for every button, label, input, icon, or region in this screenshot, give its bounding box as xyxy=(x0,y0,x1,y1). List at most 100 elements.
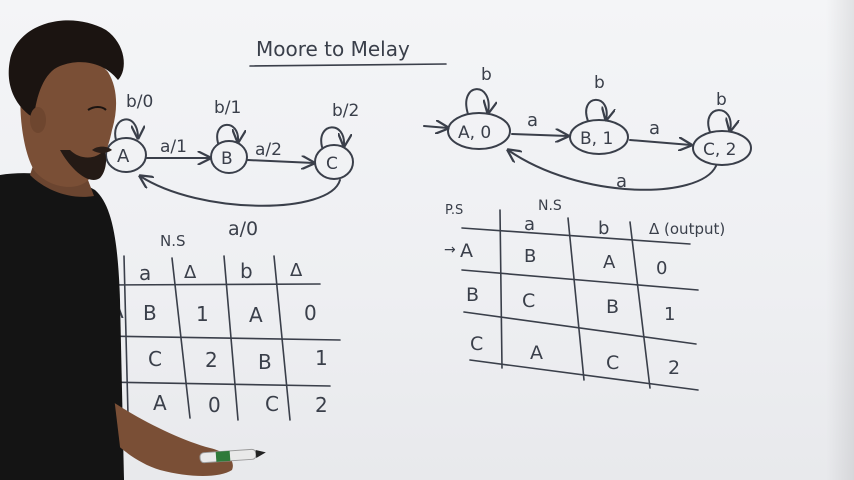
moore-row-line-3 xyxy=(463,311,697,345)
melay-edge-b-c xyxy=(247,160,314,163)
melay-state-a-label: A xyxy=(117,146,130,167)
melay-loop-b-label: b/1 xyxy=(214,98,241,118)
melay-loop-a-label: b/0 xyxy=(126,92,153,112)
moore-state-c xyxy=(692,130,752,166)
presenter-face xyxy=(20,56,117,187)
moore-loop-b xyxy=(585,98,607,121)
moore-col-line-1 xyxy=(499,209,503,369)
moore-start-marker: → xyxy=(444,242,456,258)
moore-row-c-ns-a: A xyxy=(530,342,543,364)
moore-ns-header: N.S xyxy=(538,198,562,214)
melay-col-b: b xyxy=(240,259,253,283)
moore-col-line-2 xyxy=(567,217,585,381)
moore-edge-c-a-label: a xyxy=(616,171,627,192)
melay-row-line-1 xyxy=(99,283,321,286)
melay-col-a: a xyxy=(139,261,151,285)
moore-edge-a-b xyxy=(511,134,568,136)
moore-row-a-ps: A xyxy=(460,240,473,262)
melay-col-line-2 xyxy=(171,257,191,419)
moore-row-c-ps: C xyxy=(470,333,483,355)
moore-state-b xyxy=(569,119,629,155)
melay-row-c-out-b: 2 xyxy=(315,393,328,417)
presenter-shirt xyxy=(0,173,124,480)
presenter-ear xyxy=(30,107,46,133)
melay-loop-a xyxy=(114,118,138,141)
moore-state-diagram: A, 0 B, 1 C, 2 b b b a a a xyxy=(423,65,752,192)
moore-row-b-ns-b: B xyxy=(606,296,619,318)
moore-state-b-label: B, 1 xyxy=(580,129,613,149)
melay-state-a xyxy=(105,137,147,173)
title-underline xyxy=(249,63,447,67)
moore-row-a-out: 0 xyxy=(656,258,667,279)
whiteboard-edge-shadow xyxy=(826,0,854,480)
melay-edge-c-a-label: a/0 xyxy=(228,218,258,240)
presenter-eye xyxy=(87,106,107,111)
moore-col-a: a xyxy=(524,214,535,235)
melay-state-table: N.S S a Δ b Δ A B 1 A 0 B C 2 B 1 xyxy=(98,232,341,421)
moore-loop-c xyxy=(707,109,730,132)
melay-state-diagram: A B C b/0 b/1 b/2 a/1 a/2 a/0 xyxy=(105,92,359,240)
moore-row-b-ns-a: C xyxy=(522,290,535,312)
moore-state-a xyxy=(447,112,511,150)
marker-label-band xyxy=(215,450,231,462)
moore-state-a-label: A, 0 xyxy=(458,123,491,143)
melay-col-line-1 xyxy=(123,255,129,416)
moore-edge-a-b-label: a xyxy=(527,110,538,131)
presenter xyxy=(0,20,233,480)
moore-row-a-ns-a: B xyxy=(524,246,536,267)
melay-edge-a-b-label: a/1 xyxy=(160,137,187,157)
moore-loop-b-label: b xyxy=(594,73,605,93)
melay-state-c-label: C xyxy=(326,154,338,174)
melay-row-a-ns-b: A xyxy=(249,303,263,327)
melay-col-line-3 xyxy=(223,255,239,421)
moore-loop-a-label: b xyxy=(481,65,492,85)
moore-edge-b-c xyxy=(629,140,691,145)
moore-start-arrow xyxy=(423,126,448,128)
melay-loop-c-label: b/2 xyxy=(332,101,359,121)
melay-row-a-ns-a: B xyxy=(143,301,157,325)
melay-row-b-ns-a: C xyxy=(148,347,162,371)
moore-row-c-ns-b: C xyxy=(606,352,619,374)
presenter-sleeve xyxy=(100,380,124,480)
melay-ns-header: N.S xyxy=(160,232,186,250)
melay-row-b-ns-b: B xyxy=(258,350,272,374)
melay-col-delta-a: Δ xyxy=(184,262,197,283)
melay-col-delta-b: Δ xyxy=(290,260,303,281)
melay-row-line-3 xyxy=(99,381,331,387)
marker-tip xyxy=(255,450,266,459)
presenter-hair xyxy=(8,20,124,118)
melay-row-b-out-a: 2 xyxy=(205,348,218,372)
melay-edge-b-c-label: a/2 xyxy=(255,140,282,160)
melay-col-line-4 xyxy=(273,255,291,421)
presenter-beard xyxy=(60,150,107,180)
presenter-mustache xyxy=(92,146,112,153)
moore-col-line-3 xyxy=(629,221,651,389)
melay-row-a-out-a: 1 xyxy=(196,302,209,326)
moore-edge-b-c-label: a xyxy=(649,118,660,139)
melay-row-line-2 xyxy=(99,335,341,341)
melay-row-c-out-a: 0 xyxy=(208,393,221,417)
moore-state-c-label: C, 2 xyxy=(703,140,737,160)
moore-col-b: b xyxy=(598,218,609,239)
melay-state-b-label: B xyxy=(221,149,233,169)
moore-ps-header: P.S xyxy=(445,203,463,218)
moore-edge-c-a xyxy=(508,150,717,191)
moore-col-output: Δ (output) xyxy=(649,220,725,238)
board-title: Moore to Melay xyxy=(256,37,410,61)
melay-row-a-out-b: 0 xyxy=(304,301,317,325)
marker-pen xyxy=(199,448,266,464)
melay-edge-c-a xyxy=(140,176,341,207)
melay-row-b-out-b: 1 xyxy=(315,346,328,370)
melay-loop-b xyxy=(216,123,238,144)
moore-row-b-ps: B xyxy=(466,284,479,306)
moore-loop-c-label: b xyxy=(716,90,727,110)
moore-loop-a xyxy=(465,88,488,114)
moore-row-a-ns-b: A xyxy=(603,252,616,273)
moore-state-table: P.S N.S a b Δ (output) → A B A 0 B C B 1… xyxy=(444,198,725,391)
melay-loop-c xyxy=(320,126,344,148)
melay-row-c-ns-b: C xyxy=(265,392,279,416)
moore-row-c-out: 2 xyxy=(668,357,680,379)
